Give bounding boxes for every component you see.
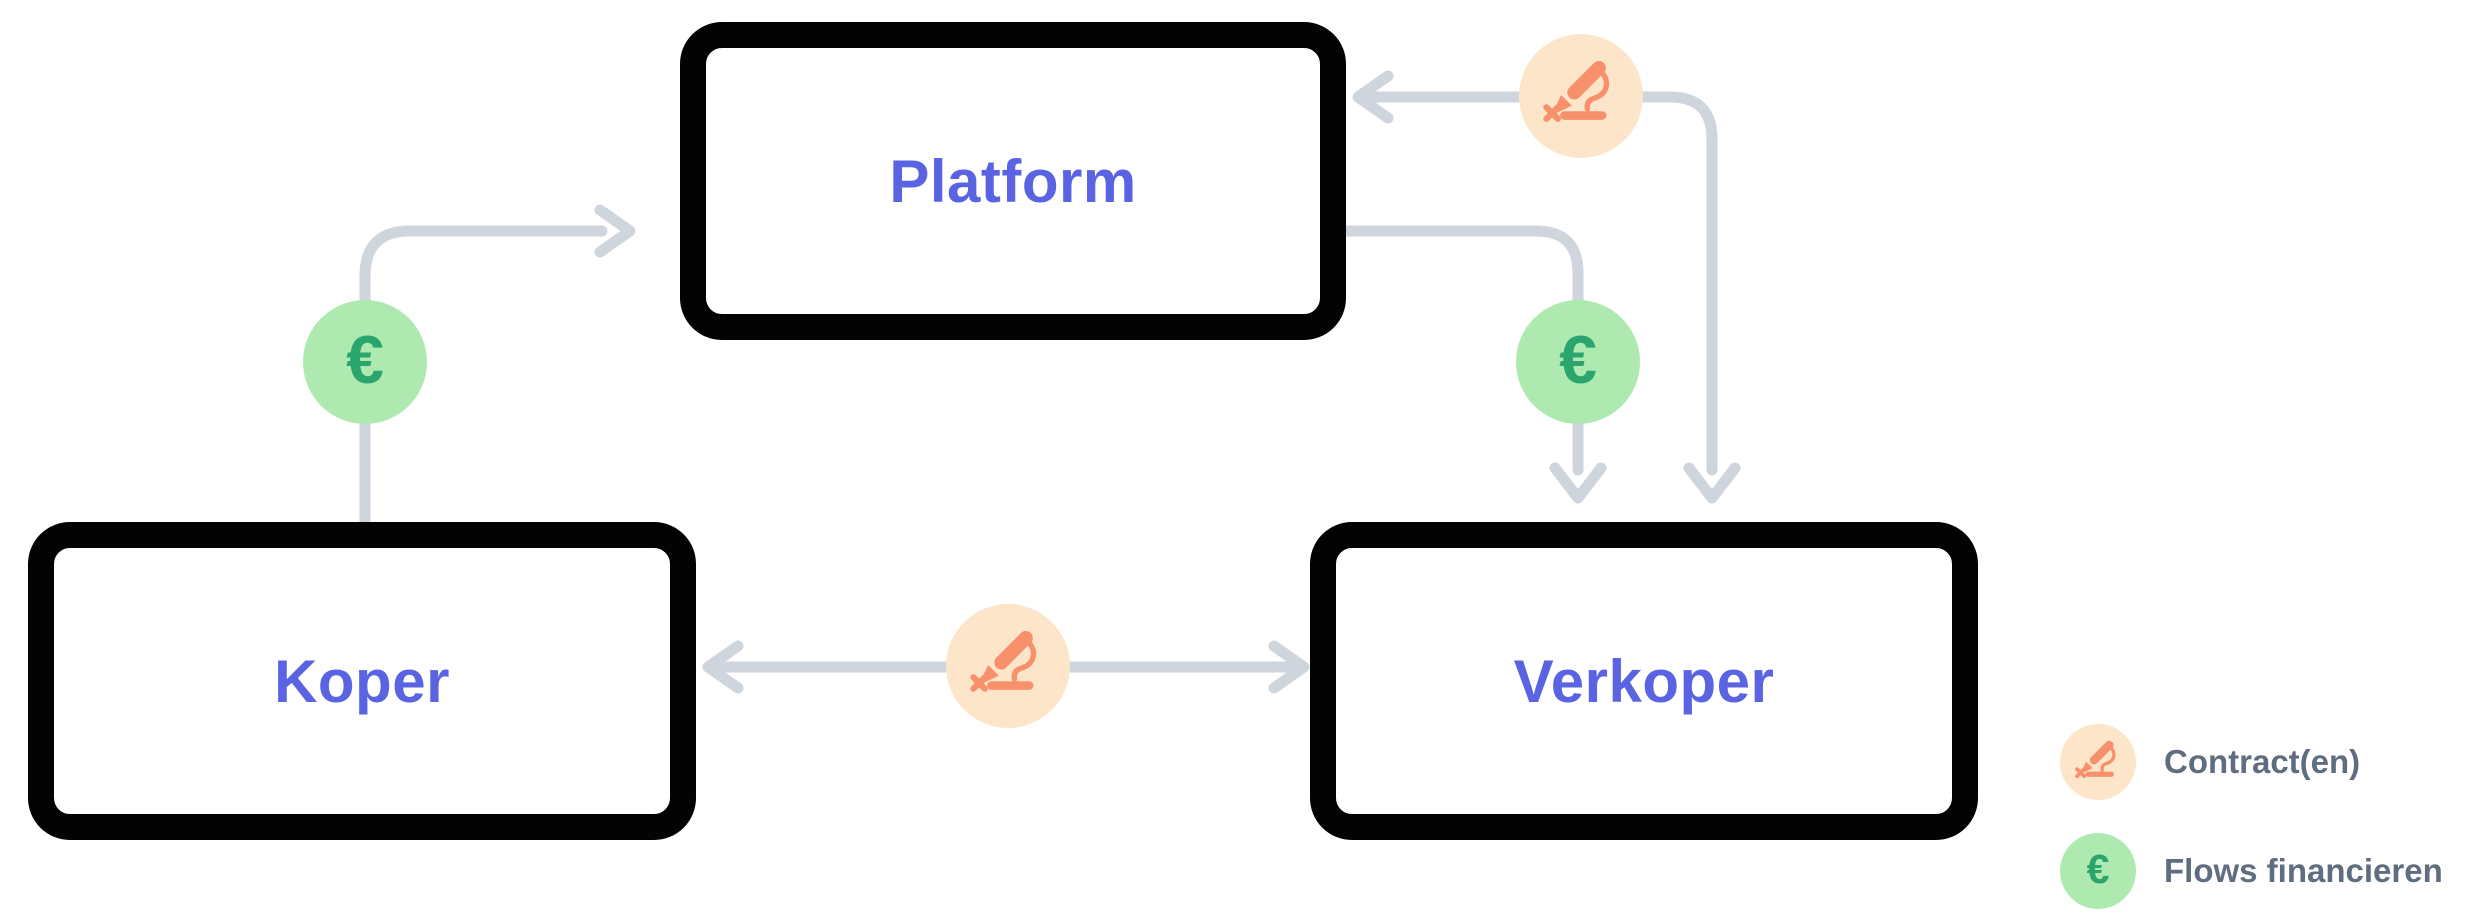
node-platform-label: Platform <box>889 147 1137 215</box>
legend-label-money-flows: Flows financieren <box>2164 852 2443 889</box>
node-koper: Koper <box>28 522 696 840</box>
euro-symbol: € <box>1559 322 1597 398</box>
arrow-platform-verkoper-contract <box>1356 91 1718 476</box>
node-verkoper: Verkoper <box>1310 522 1978 840</box>
euro-symbol: € <box>346 322 384 398</box>
arrowhead-into-platform-right <box>1352 70 1394 124</box>
legend-label-contract: Contract(en) <box>2164 743 2361 780</box>
node-verkoper-label: Verkoper <box>1513 647 1775 715</box>
legend-item-contract: Contract(en) <box>2060 724 2443 800</box>
pen-glyph <box>970 631 1037 693</box>
arrow-platform-to-verkoper <box>1341 225 1584 476</box>
arrowhead-into-koper-right <box>702 640 744 694</box>
node-koper-label: Koper <box>274 647 450 715</box>
signature-pen-icon <box>1519 34 1643 158</box>
node-platform: Platform <box>680 22 1346 340</box>
legend-item-money-flows: € Flows financieren <box>2060 833 2443 909</box>
arrowhead-into-verkoper-top-right <box>1683 462 1741 504</box>
euro-icon: € <box>2060 833 2136 909</box>
legend: Contract(en) € Flows financieren <box>2060 724 2443 909</box>
signature-pen-icon <box>2060 724 2136 800</box>
pen-glyph <box>1543 61 1610 123</box>
arrowhead-into-platform-left <box>594 204 636 258</box>
euro-icon: € <box>1516 300 1640 424</box>
pen-glyph <box>2075 740 2116 778</box>
signature-pen-icon <box>946 604 1070 728</box>
arrow-koper-to-platform <box>359 225 608 532</box>
euro-symbol: € <box>2086 845 2110 892</box>
arrowhead-into-verkoper-left <box>1268 640 1310 694</box>
arrowhead-into-verkoper-top-left <box>1549 462 1607 504</box>
euro-icon: € <box>303 300 427 424</box>
